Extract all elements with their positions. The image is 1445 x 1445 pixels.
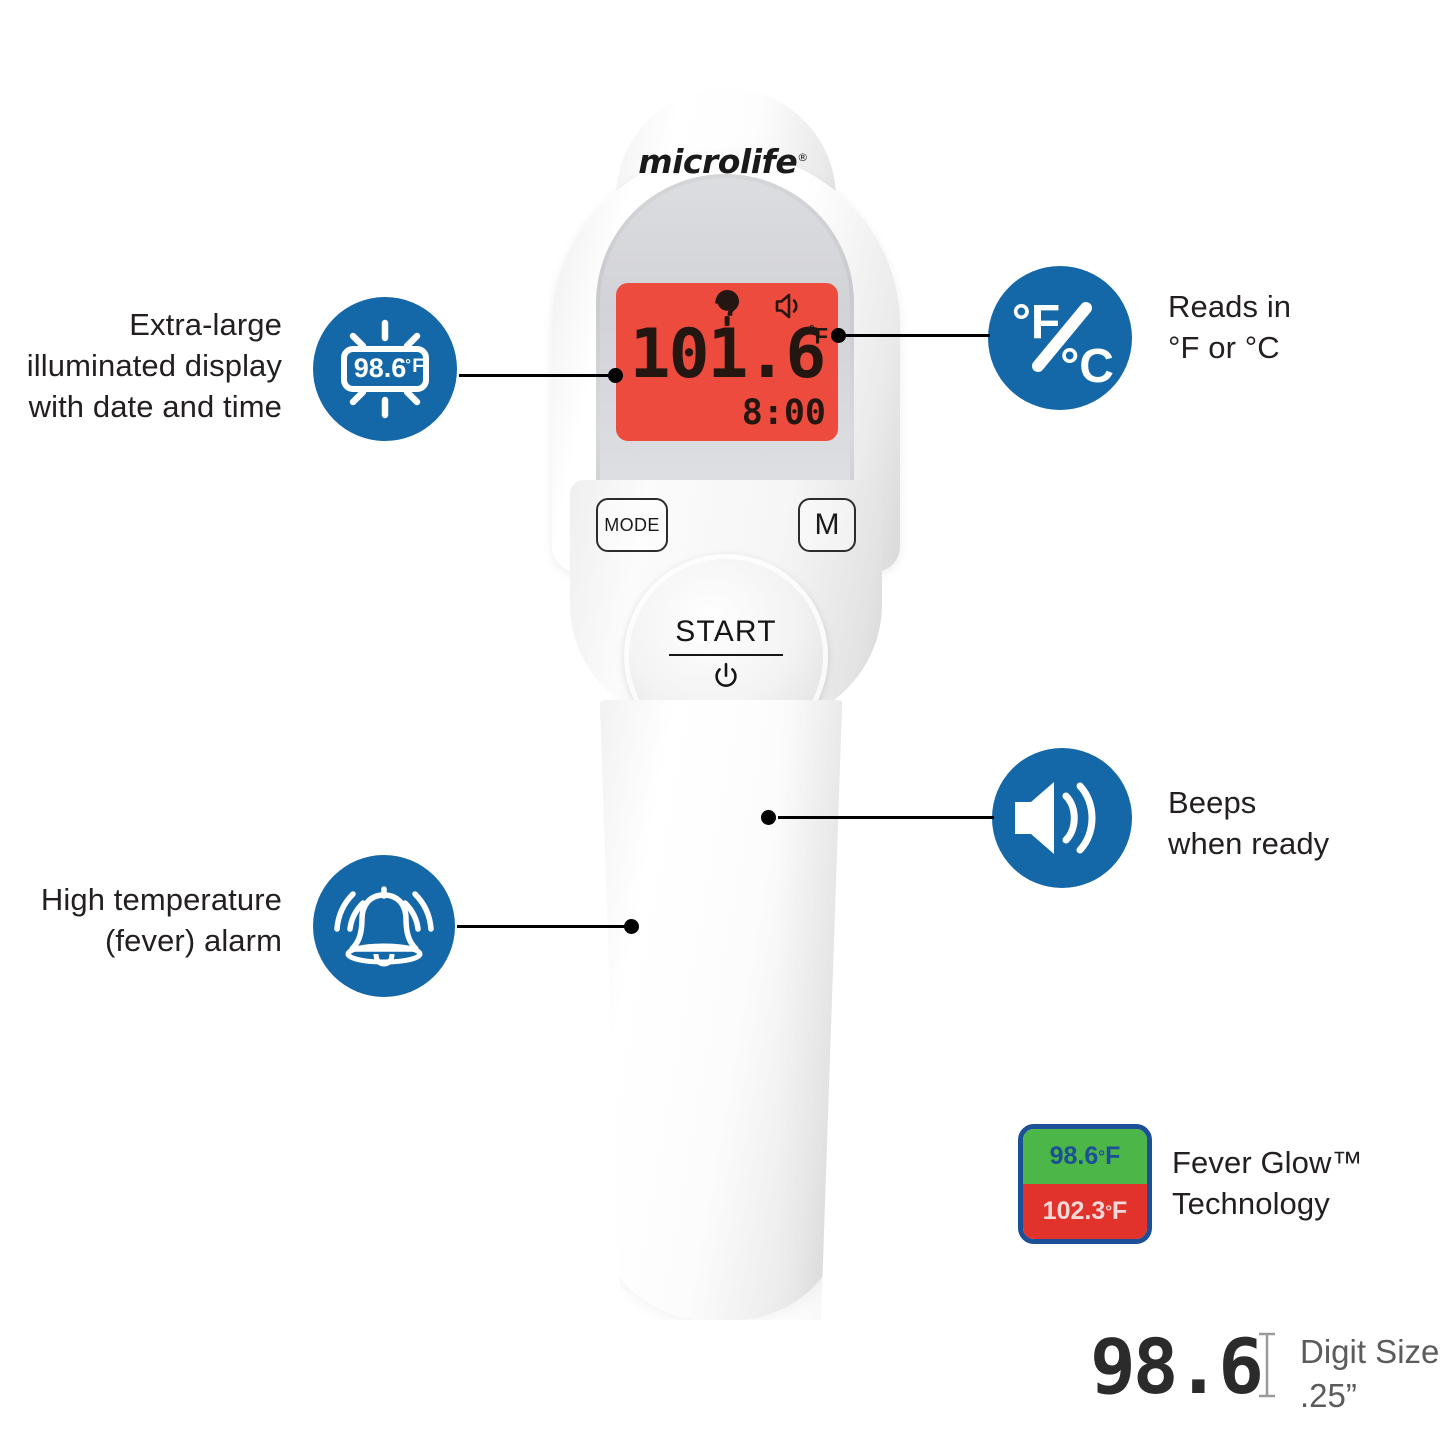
fever-glow-normal-reading: 98.6°F <box>1023 1129 1147 1184</box>
leader-dot-fever-alarm <box>624 919 639 934</box>
unit-icon-celsius: °C <box>1060 340 1114 393</box>
speaker-icon <box>992 748 1132 888</box>
brand-logo-text: microlife <box>638 142 798 181</box>
leader-dot-beeps <box>761 810 776 825</box>
digit-size-measure-icon <box>1255 1330 1279 1405</box>
fever-glow-label: Fever Glow™ Technology <box>1172 1145 1363 1221</box>
leader-line-illuminated-display <box>459 374 613 377</box>
lcd-unit-letter: F <box>814 323 828 349</box>
button-plate: MODE M START <box>570 480 882 758</box>
leader-line-fever-alarm <box>457 925 629 928</box>
fever-glow-fever-value: 102.3 <box>1042 1197 1106 1225</box>
fever-glow-fever-degree: ° <box>1105 1201 1113 1221</box>
digit-size-label: Digit Size .25” <box>1300 1333 1440 1414</box>
leader-dot-illuminated-display <box>608 368 623 383</box>
fever-glow-normal-degree: ° <box>1098 1146 1106 1166</box>
mode-button[interactable]: MODE <box>596 498 668 552</box>
fever-glow-normal-value: 98.6 <box>1049 1142 1099 1170</box>
fever-glow-normal-unit: F <box>1105 1142 1121 1170</box>
illuminated-display-icon: 98.6 ° F <box>313 297 457 441</box>
illuminated-display-icon-value: 98.6 <box>354 353 407 383</box>
thermometer-handle-shading <box>599 700 843 1320</box>
digit-size-sample: 98.6 <box>1090 1322 1264 1411</box>
feature-label-beeps: Beeps when ready <box>1168 785 1330 861</box>
lcd-temperature-reading: 101.6 <box>629 315 827 394</box>
leader-line-beeps <box>778 816 994 819</box>
brand-logo: microlife® <box>528 142 918 181</box>
start-button-underline <box>669 653 783 657</box>
lcd-degree-symbol: ° <box>808 322 815 338</box>
fever-glow-fever-unit: F <box>1112 1197 1128 1225</box>
brand-registered-mark: ® <box>797 151 808 164</box>
speaker-icon <box>774 291 804 326</box>
fever-glow-swatch: 98.6°F 102.3°F <box>1018 1124 1152 1244</box>
lcd-screen: 101.6 °F 8:00 <box>616 283 838 441</box>
fahrenheit-celsius-icon: °F °C <box>988 266 1132 410</box>
leader-dot-units <box>831 328 846 343</box>
lcd-time-display: 8:00 <box>741 393 826 433</box>
memory-button[interactable]: M <box>798 498 856 552</box>
illuminated-display-icon-degree: ° <box>405 356 411 372</box>
head-silhouette-icon <box>712 289 742 332</box>
feature-label-fever-alarm: High temperature (fever) alarm <box>40 882 282 958</box>
lcd-unit-label: °F <box>809 323 828 348</box>
feature-label-illuminated-display: Extra-large illuminated display with dat… <box>26 307 282 424</box>
ringing-bell-icon <box>313 855 455 997</box>
start-button-label: START <box>675 614 777 648</box>
thermometer-product-image: microlife® 101.6 °F 8:00 <box>528 88 918 1320</box>
illuminated-display-icon-unit: F <box>412 356 424 377</box>
thermometer-handle <box>599 700 843 1320</box>
power-icon <box>711 662 741 697</box>
feature-label-units: Reads in °F or °C <box>1168 289 1292 365</box>
fever-glow-fever-reading: 102.3°F <box>1023 1184 1147 1239</box>
leader-line-units <box>838 334 990 337</box>
